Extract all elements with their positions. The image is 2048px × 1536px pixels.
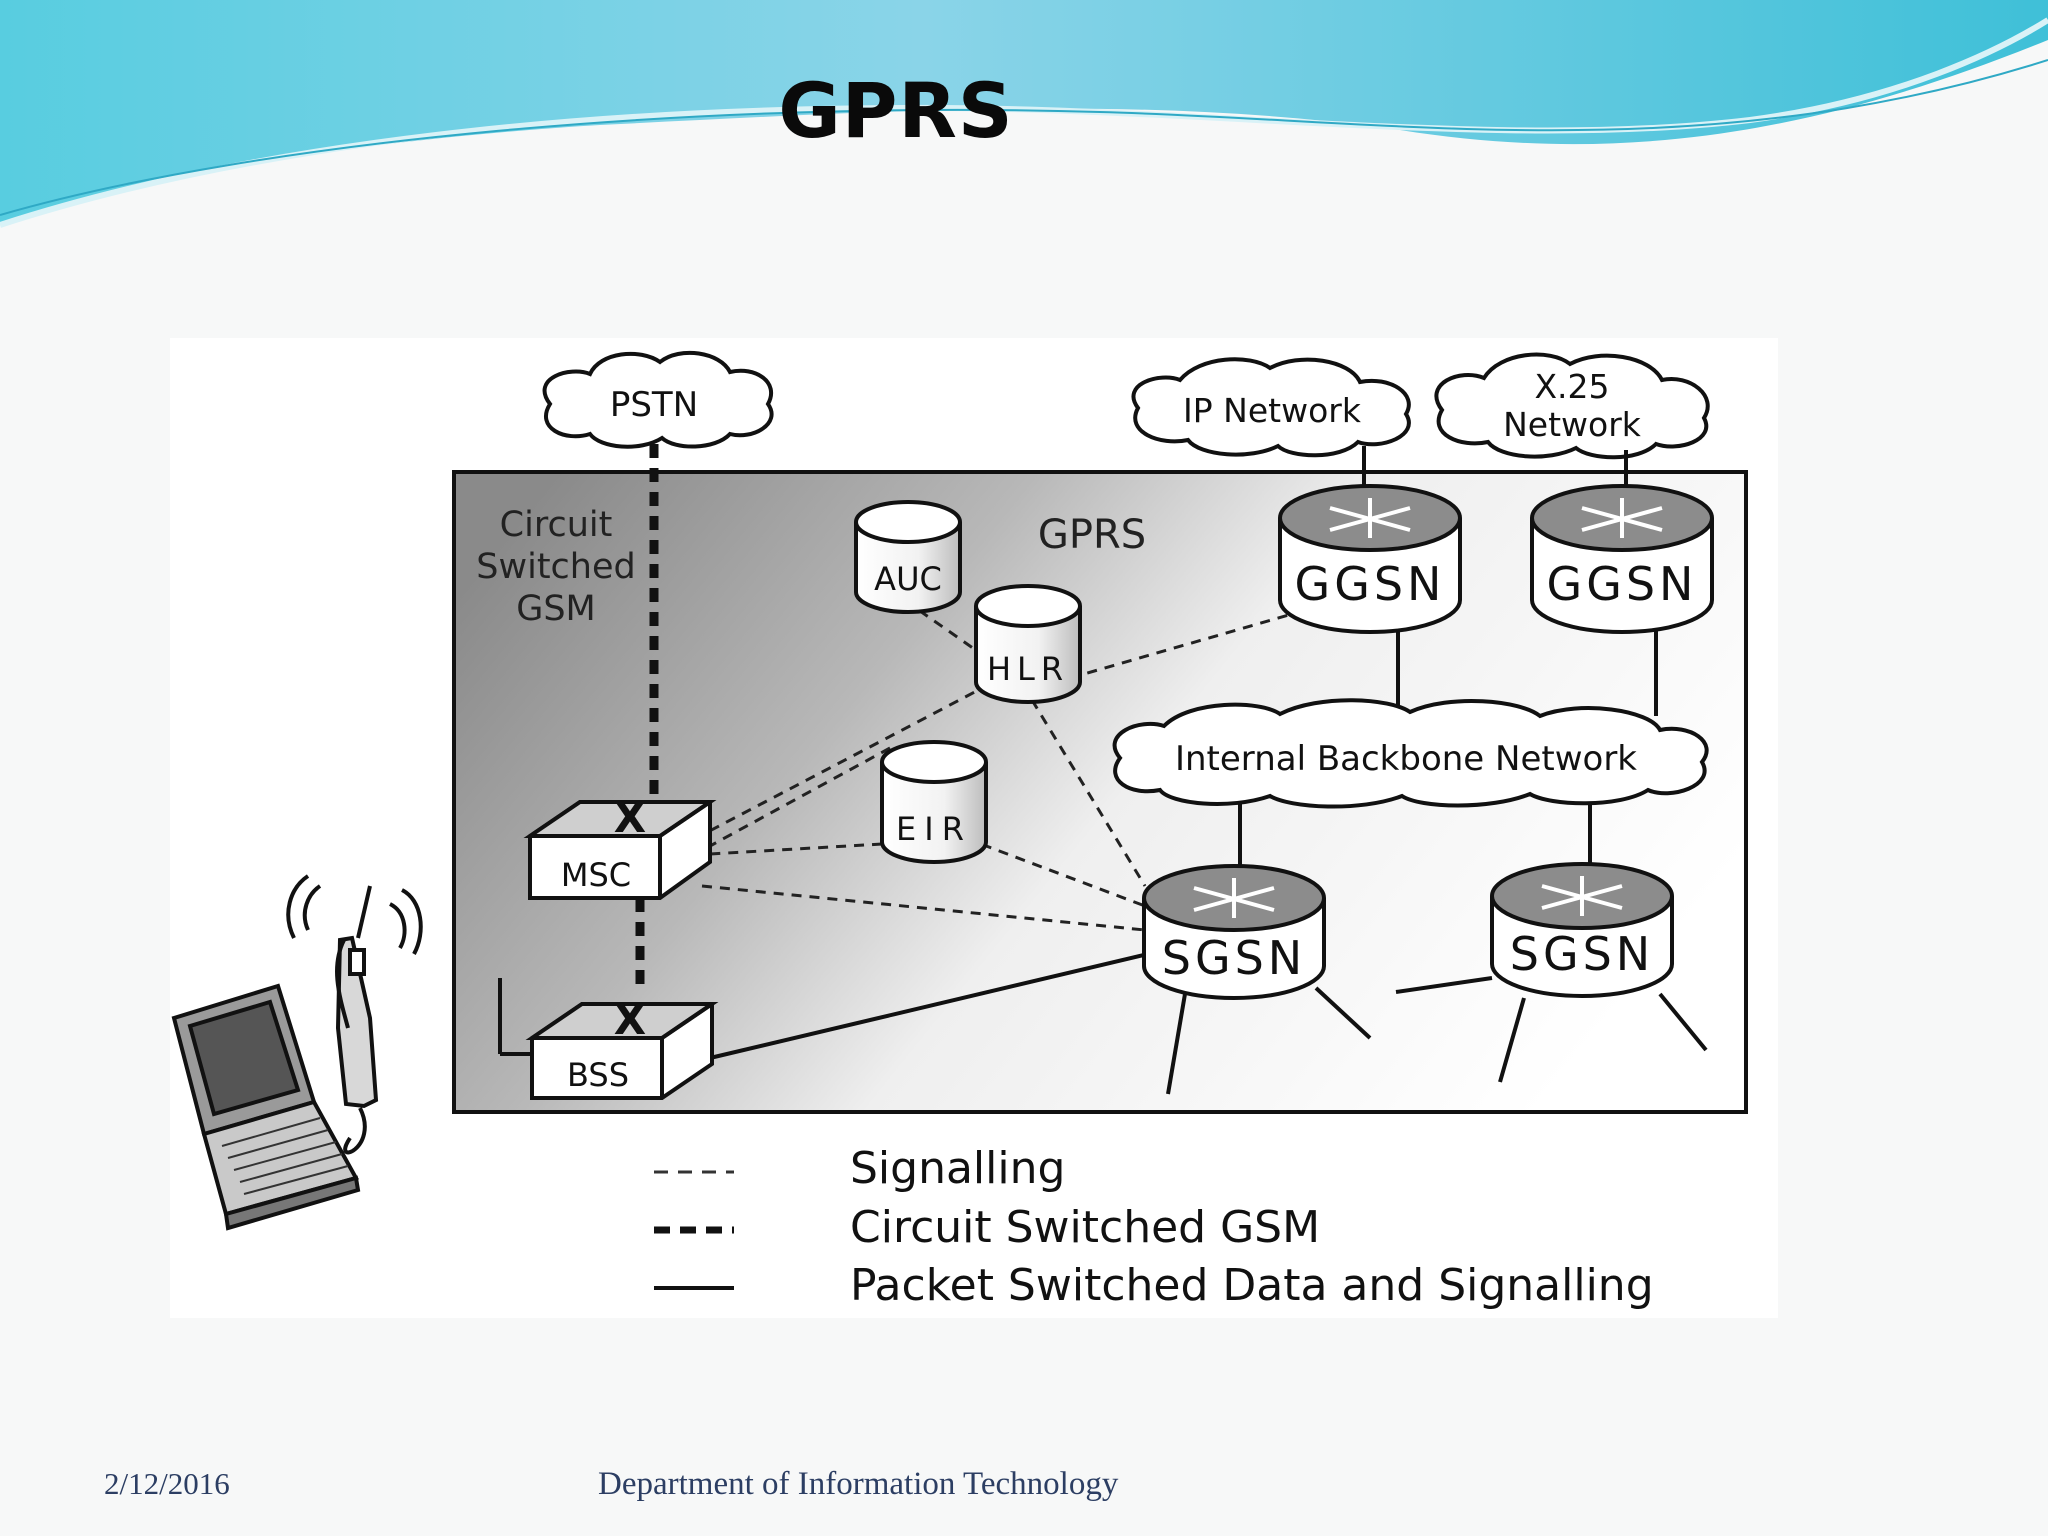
x25-network-cloud: X.25 Network bbox=[1434, 352, 1710, 460]
sgsn1-leg-1 bbox=[1166, 987, 1188, 1095]
hlr-database: HLR bbox=[974, 584, 1082, 704]
legend: Signalling Circuit Switched GSM Packet S… bbox=[654, 1143, 1654, 1311]
circuit-switched-gsm-label-2: Switched bbox=[476, 547, 635, 587]
sgsn1-leg-2 bbox=[1314, 986, 1372, 1040]
ip-network-cloud: IP Network bbox=[1131, 357, 1411, 458]
eir-sgsn-link bbox=[964, 836, 1146, 908]
slide-title: GPRS bbox=[778, 66, 1014, 155]
region-labels: Circuit Switched GSM GPRS bbox=[476, 505, 1146, 629]
bss-sgsn-link bbox=[709, 952, 1149, 1060]
bss-x-mark: X bbox=[614, 995, 646, 1044]
laptop-icon bbox=[171, 983, 361, 1231]
bss-label: BSS bbox=[567, 1056, 629, 1094]
x25-label-line1: X.25 bbox=[1534, 367, 1609, 406]
sgsn-2-label: SGSN bbox=[1510, 927, 1654, 981]
sgsn2-leg-1 bbox=[1395, 976, 1493, 994]
ip-network-label: IP Network bbox=[1183, 391, 1362, 430]
msc-label: MSC bbox=[561, 856, 631, 894]
circuit-switched-gsm-label-1: Circuit bbox=[500, 505, 613, 545]
msc-sgsn-link bbox=[701, 884, 1146, 932]
mobile-phone-icon bbox=[286, 874, 423, 1155]
ggsn-router-1: GGSN bbox=[1278, 484, 1462, 634]
ggsn-2-label: GGSN bbox=[1547, 557, 1698, 611]
pstn-label: PSTN bbox=[610, 385, 698, 425]
eir-database: EIR bbox=[880, 740, 988, 864]
footer-date: 2/12/2016 bbox=[104, 1466, 230, 1501]
eir-msc-link bbox=[709, 746, 891, 848]
backbone-label: Internal Backbone Network bbox=[1175, 739, 1637, 779]
sgsn-1-label: SGSN bbox=[1162, 931, 1306, 985]
hlr-label: HLR bbox=[987, 650, 1069, 688]
hlr-sgsn-link bbox=[1030, 699, 1147, 887]
sgsn-router-1: SGSN bbox=[1142, 864, 1326, 1000]
gprs-network-diagram: PSTN IP Network X.25 Network bbox=[170, 338, 1778, 1318]
msc-x-mark: X bbox=[614, 793, 646, 842]
legend-circuit-label: Circuit Switched GSM bbox=[850, 1202, 1320, 1253]
bss-switch: X BSS bbox=[525, 995, 719, 1100]
hlr-ggsn-link bbox=[1069, 604, 1321, 680]
sgsn2-leg-3 bbox=[1658, 992, 1708, 1052]
circuit-switched-gsm-label-3: GSM bbox=[516, 589, 596, 629]
backbone-cloud: Internal Backbone Network bbox=[1112, 698, 1709, 809]
gprs-region-label: GPRS bbox=[1038, 512, 1146, 558]
hlr-msc-link bbox=[699, 682, 991, 838]
header-wave-line bbox=[0, 59, 2048, 216]
auc-label: AUC bbox=[874, 560, 942, 598]
x25-label-line2: Network bbox=[1503, 405, 1642, 444]
ggsn-router-2: GGSN bbox=[1530, 484, 1714, 634]
header-wave bbox=[0, 0, 2048, 225]
legend-packet-label: Packet Switched Data and Signalling bbox=[850, 1260, 1654, 1311]
auc-database: AUC bbox=[854, 500, 962, 614]
eir-label: EIR bbox=[896, 810, 972, 848]
ggsn-1-label: GGSN bbox=[1295, 557, 1446, 611]
sgsn2-leg-2 bbox=[1498, 997, 1526, 1083]
sgsn-router-2: SGSN bbox=[1490, 862, 1674, 998]
msc-switch: X MSC bbox=[523, 793, 717, 900]
footer-department: Department of Information Technology bbox=[598, 1466, 1119, 1502]
legend-signalling-label: Signalling bbox=[850, 1143, 1065, 1194]
pstn-cloud: PSTN bbox=[542, 350, 774, 449]
